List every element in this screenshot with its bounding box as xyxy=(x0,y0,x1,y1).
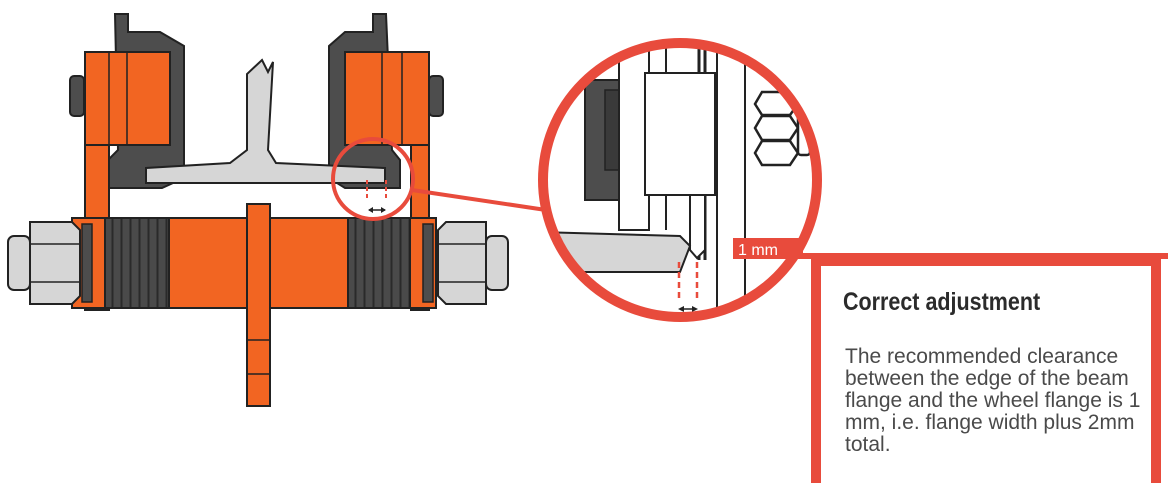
info-box: Correct adjustment The recommended clear… xyxy=(811,256,1161,483)
left-washer xyxy=(81,223,93,303)
right-thread xyxy=(347,217,411,309)
small-clearance-arrow-icon xyxy=(368,207,386,213)
zoom-source-circle xyxy=(331,137,415,221)
left-thread xyxy=(104,217,170,309)
load-bar xyxy=(246,203,271,407)
zoom-connector-line xyxy=(411,188,547,212)
trolley-assembly xyxy=(7,13,509,407)
info-body: The recommended clearance between the ed… xyxy=(845,345,1141,456)
clearance-arrow-icon xyxy=(678,306,698,312)
right-nut xyxy=(437,221,487,305)
clearance-callout-label: 1 mm xyxy=(738,242,778,259)
right-washer xyxy=(422,223,434,303)
left-nut xyxy=(29,221,81,305)
right-axle-cap xyxy=(428,75,444,117)
info-title: Correct adjustment xyxy=(843,288,1041,316)
left-axle-cap xyxy=(69,75,85,117)
zoom-circle xyxy=(538,38,822,322)
right-side-plate-block xyxy=(344,51,430,146)
zoom-detail xyxy=(538,38,822,322)
